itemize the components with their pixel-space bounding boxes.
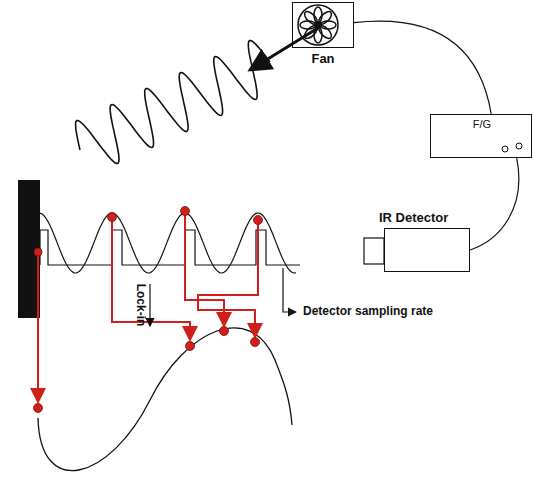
wire [470, 158, 519, 250]
lock-in-label: Lock-in [134, 284, 148, 327]
wire [354, 21, 491, 114]
leader-line [283, 268, 296, 312]
lock-in-curve [38, 328, 292, 471]
sampling-label: Detector sampling rate [303, 304, 433, 318]
sample-dots [34, 207, 263, 413]
fan-icon [298, 5, 338, 45]
heat-wave [76, 41, 270, 164]
node-label: IR Detector [379, 210, 448, 225]
lock-in-arrow [149, 284, 150, 326]
function-generator-box: F/G [430, 114, 532, 158]
terminal [502, 146, 508, 152]
detector-box: IR Detector [384, 228, 470, 272]
fan-box: Fan [292, 2, 354, 48]
terminal [516, 143, 522, 149]
node-label: F/G [473, 118, 491, 130]
sampling-lines [38, 211, 258, 402]
node-label: Fan [311, 51, 334, 66]
detector-lens [364, 238, 384, 264]
